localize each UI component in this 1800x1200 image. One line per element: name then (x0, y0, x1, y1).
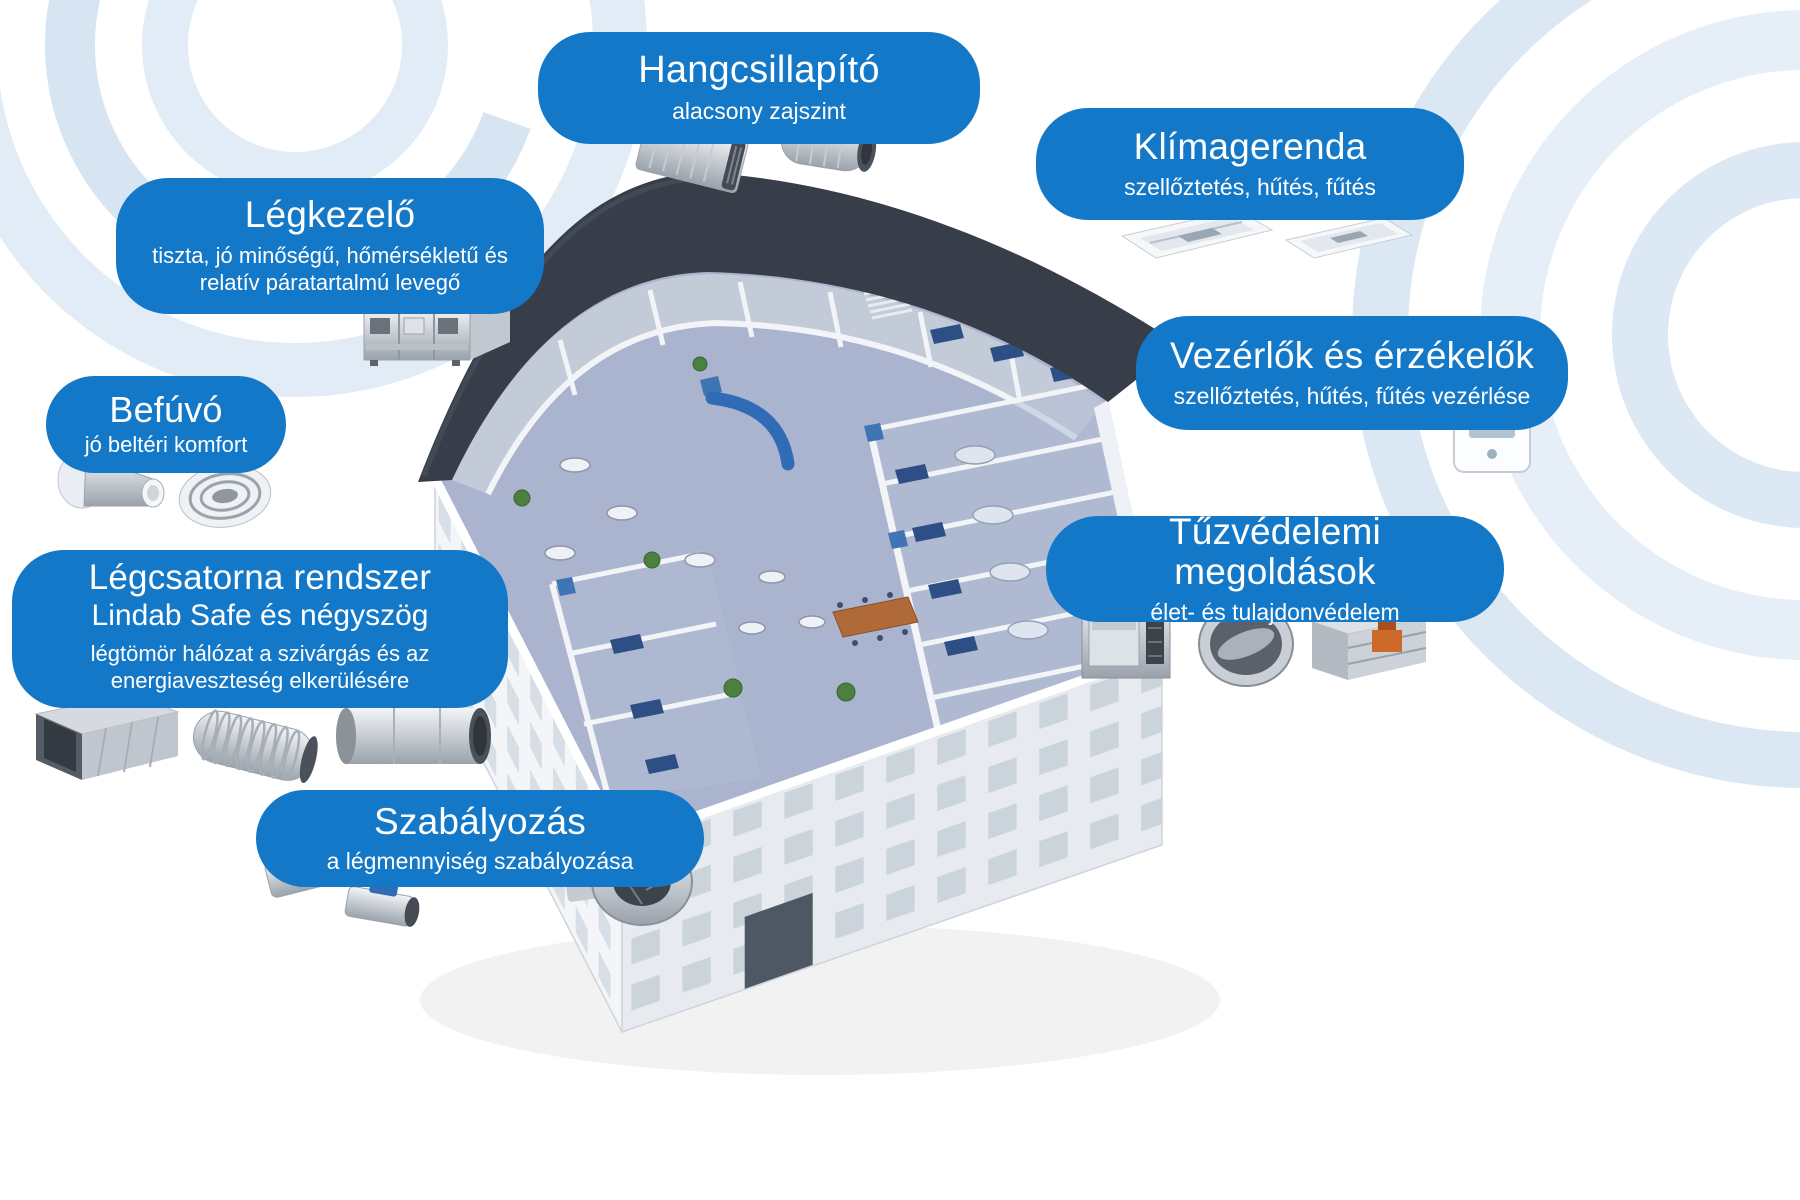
meeting-tables (954, 445, 1049, 640)
round-tables (544, 457, 826, 635)
callout-befuvo[interactable]: Befúvó jó beltéri komfort (46, 376, 286, 473)
callout-szabalyozas[interactable]: Szabályozás a légmennyiség szabályozása (256, 790, 704, 887)
callout-title: Befúvó (109, 388, 223, 430)
duct-tee-product-image (336, 667, 491, 764)
left-room-walls (549, 551, 733, 801)
ceiling-cassette-product-image (1120, 209, 1274, 259)
callout-subtitle: szellőztetés, hűtés, fűtés (1124, 173, 1376, 200)
back-room-walls (557, 281, 1023, 403)
callout-subtitle: alacsony zajszint (672, 98, 846, 125)
callout-subtitle: jó beltéri komfort (84, 431, 248, 457)
conference-chairs (837, 592, 908, 646)
conference-table (832, 596, 919, 638)
callout-title: Hangcsillapító (638, 49, 880, 92)
callout-title: Szabályozás (374, 800, 586, 842)
callout-title: Klímagerenda (1133, 126, 1367, 167)
callout-title: Tűzvédelemi megoldások (1169, 511, 1381, 592)
diffuser-round-product-image (178, 464, 272, 528)
callout-subtitle: szellőztetés, hűtés, fűtés vezérlése (1173, 382, 1531, 409)
callout-klimagerenda[interactable]: Klímagerenda szellőztetés, hűtés, fűtés (1036, 108, 1464, 220)
callout-subtitle: élet- és tulajdonvédelem (1150, 598, 1400, 625)
callout-hangcsillapito[interactable]: Hangcsillapító alacsony zajszint (538, 32, 980, 144)
callout-title: Légcsatorna rendszer (88, 558, 432, 598)
reception-desk (705, 391, 795, 471)
entrance (744, 892, 813, 989)
callout-vezerlok[interactable]: Vezérlők és érzékelők szellőztetés, hűté… (1136, 316, 1568, 430)
callout-subtitle: a légmennyiség szabályozása (326, 848, 634, 875)
roof (418, 172, 1180, 482)
callout-legcsatorna[interactable]: Légcsatorna rendszer Lindab Safe és négy… (12, 550, 508, 708)
callout-subtitle: tiszta, jó minőségű, hőmérsékletű és rel… (152, 243, 508, 295)
callout-title: Vezérlők és érzékelők (1169, 335, 1535, 376)
plants (513, 356, 856, 702)
callout-title: Légkezelő (244, 194, 416, 236)
desks (610, 324, 1084, 774)
callout-tuzvedelem[interactable]: Tűzvédelemi megoldások élet- és tulajdon… (1046, 512, 1504, 625)
ceiling-cassette-product-image-2 (1284, 217, 1414, 259)
duct-flex-product-image (192, 709, 318, 783)
callout-subtitle: légtömör hálózat a szivárgás és az energ… (90, 640, 430, 693)
callout-title-line2: Lindab Safe és négyszög (91, 599, 429, 633)
fire-damper-round-product-image (1198, 596, 1294, 687)
blue-wall-accents (556, 376, 908, 596)
callout-legkezelo[interactable]: Légkezelő tiszta, jó minőségű, hőmérsékl… (116, 178, 544, 314)
